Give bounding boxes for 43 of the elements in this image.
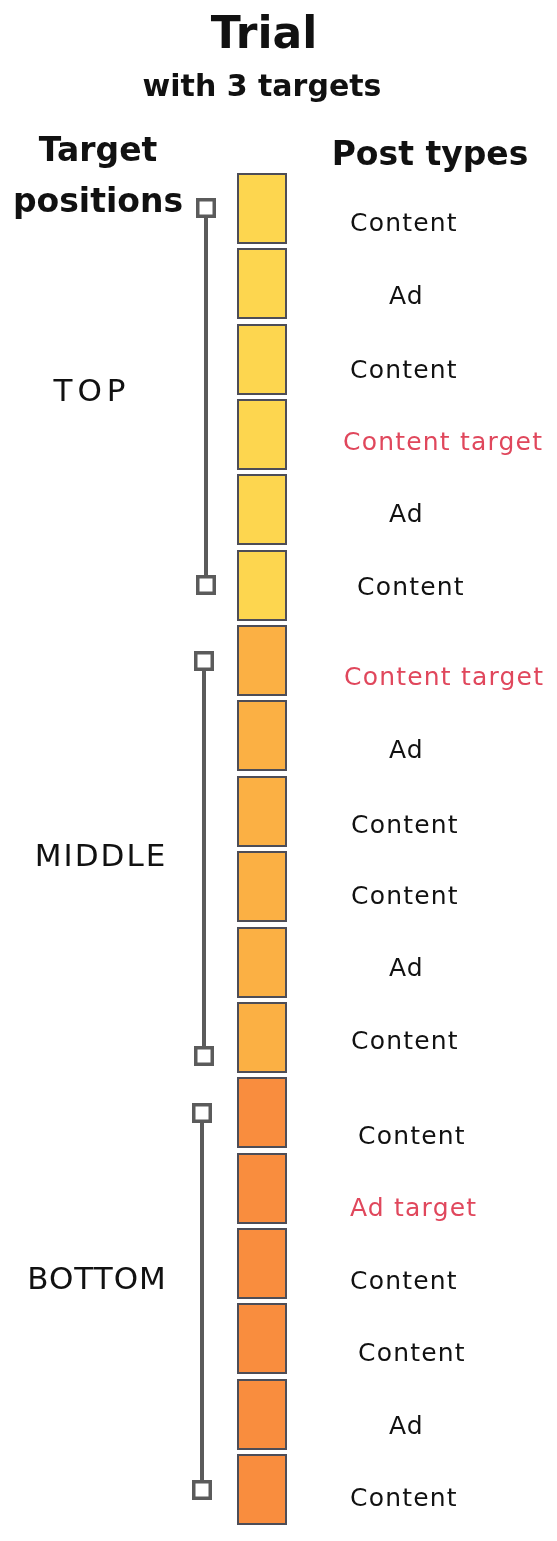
post-square [237,399,287,471]
post-type-label: Ad [389,282,424,308]
post-type-label: Content target [344,663,545,689]
post-type-label: Content [350,1267,458,1293]
post-type-label: Content [350,356,458,382]
post-type-label: Content [351,882,459,908]
post-square [237,1303,287,1375]
post-type-label: Content [357,573,465,599]
post-square [237,1227,287,1299]
section-label: MIDDLE [34,839,168,871]
section-label: BOTTOM [27,1262,167,1294]
column-heading: Post types [331,137,529,171]
post-type-label: Ad [389,736,424,762]
post-square [237,248,287,320]
section-label: TOP [53,374,131,406]
post-type-label: Content [350,1484,458,1510]
post-square [237,851,287,923]
post-type-label: Ad target [350,1194,478,1220]
column-heading: Target positions [12,129,184,223]
post-square [237,1378,287,1450]
post-type-label: Content [350,209,458,235]
post-square [237,625,287,697]
post-square [237,1453,287,1525]
post-square [237,1077,287,1149]
post-type-label: Content target [343,428,544,454]
post-square [237,775,287,847]
post-type-label: Ad [389,954,424,980]
post-type-label: Content [351,1027,459,1053]
post-type-label: Content [358,1122,466,1148]
post-square [237,323,287,395]
post-type-label: Content [351,811,459,837]
post-type-label: Content [358,1339,466,1365]
post-square [237,1152,287,1224]
post-type-label: Ad [389,500,424,526]
post-square [237,926,287,998]
post-square [237,700,287,772]
post-square [237,1001,287,1073]
subtitle: with 3 targets [142,70,382,101]
post-square [237,549,287,621]
post-square [237,173,287,244]
post-square [237,474,287,546]
post-type-label: Ad [389,1412,424,1438]
title: Trial [210,10,318,55]
